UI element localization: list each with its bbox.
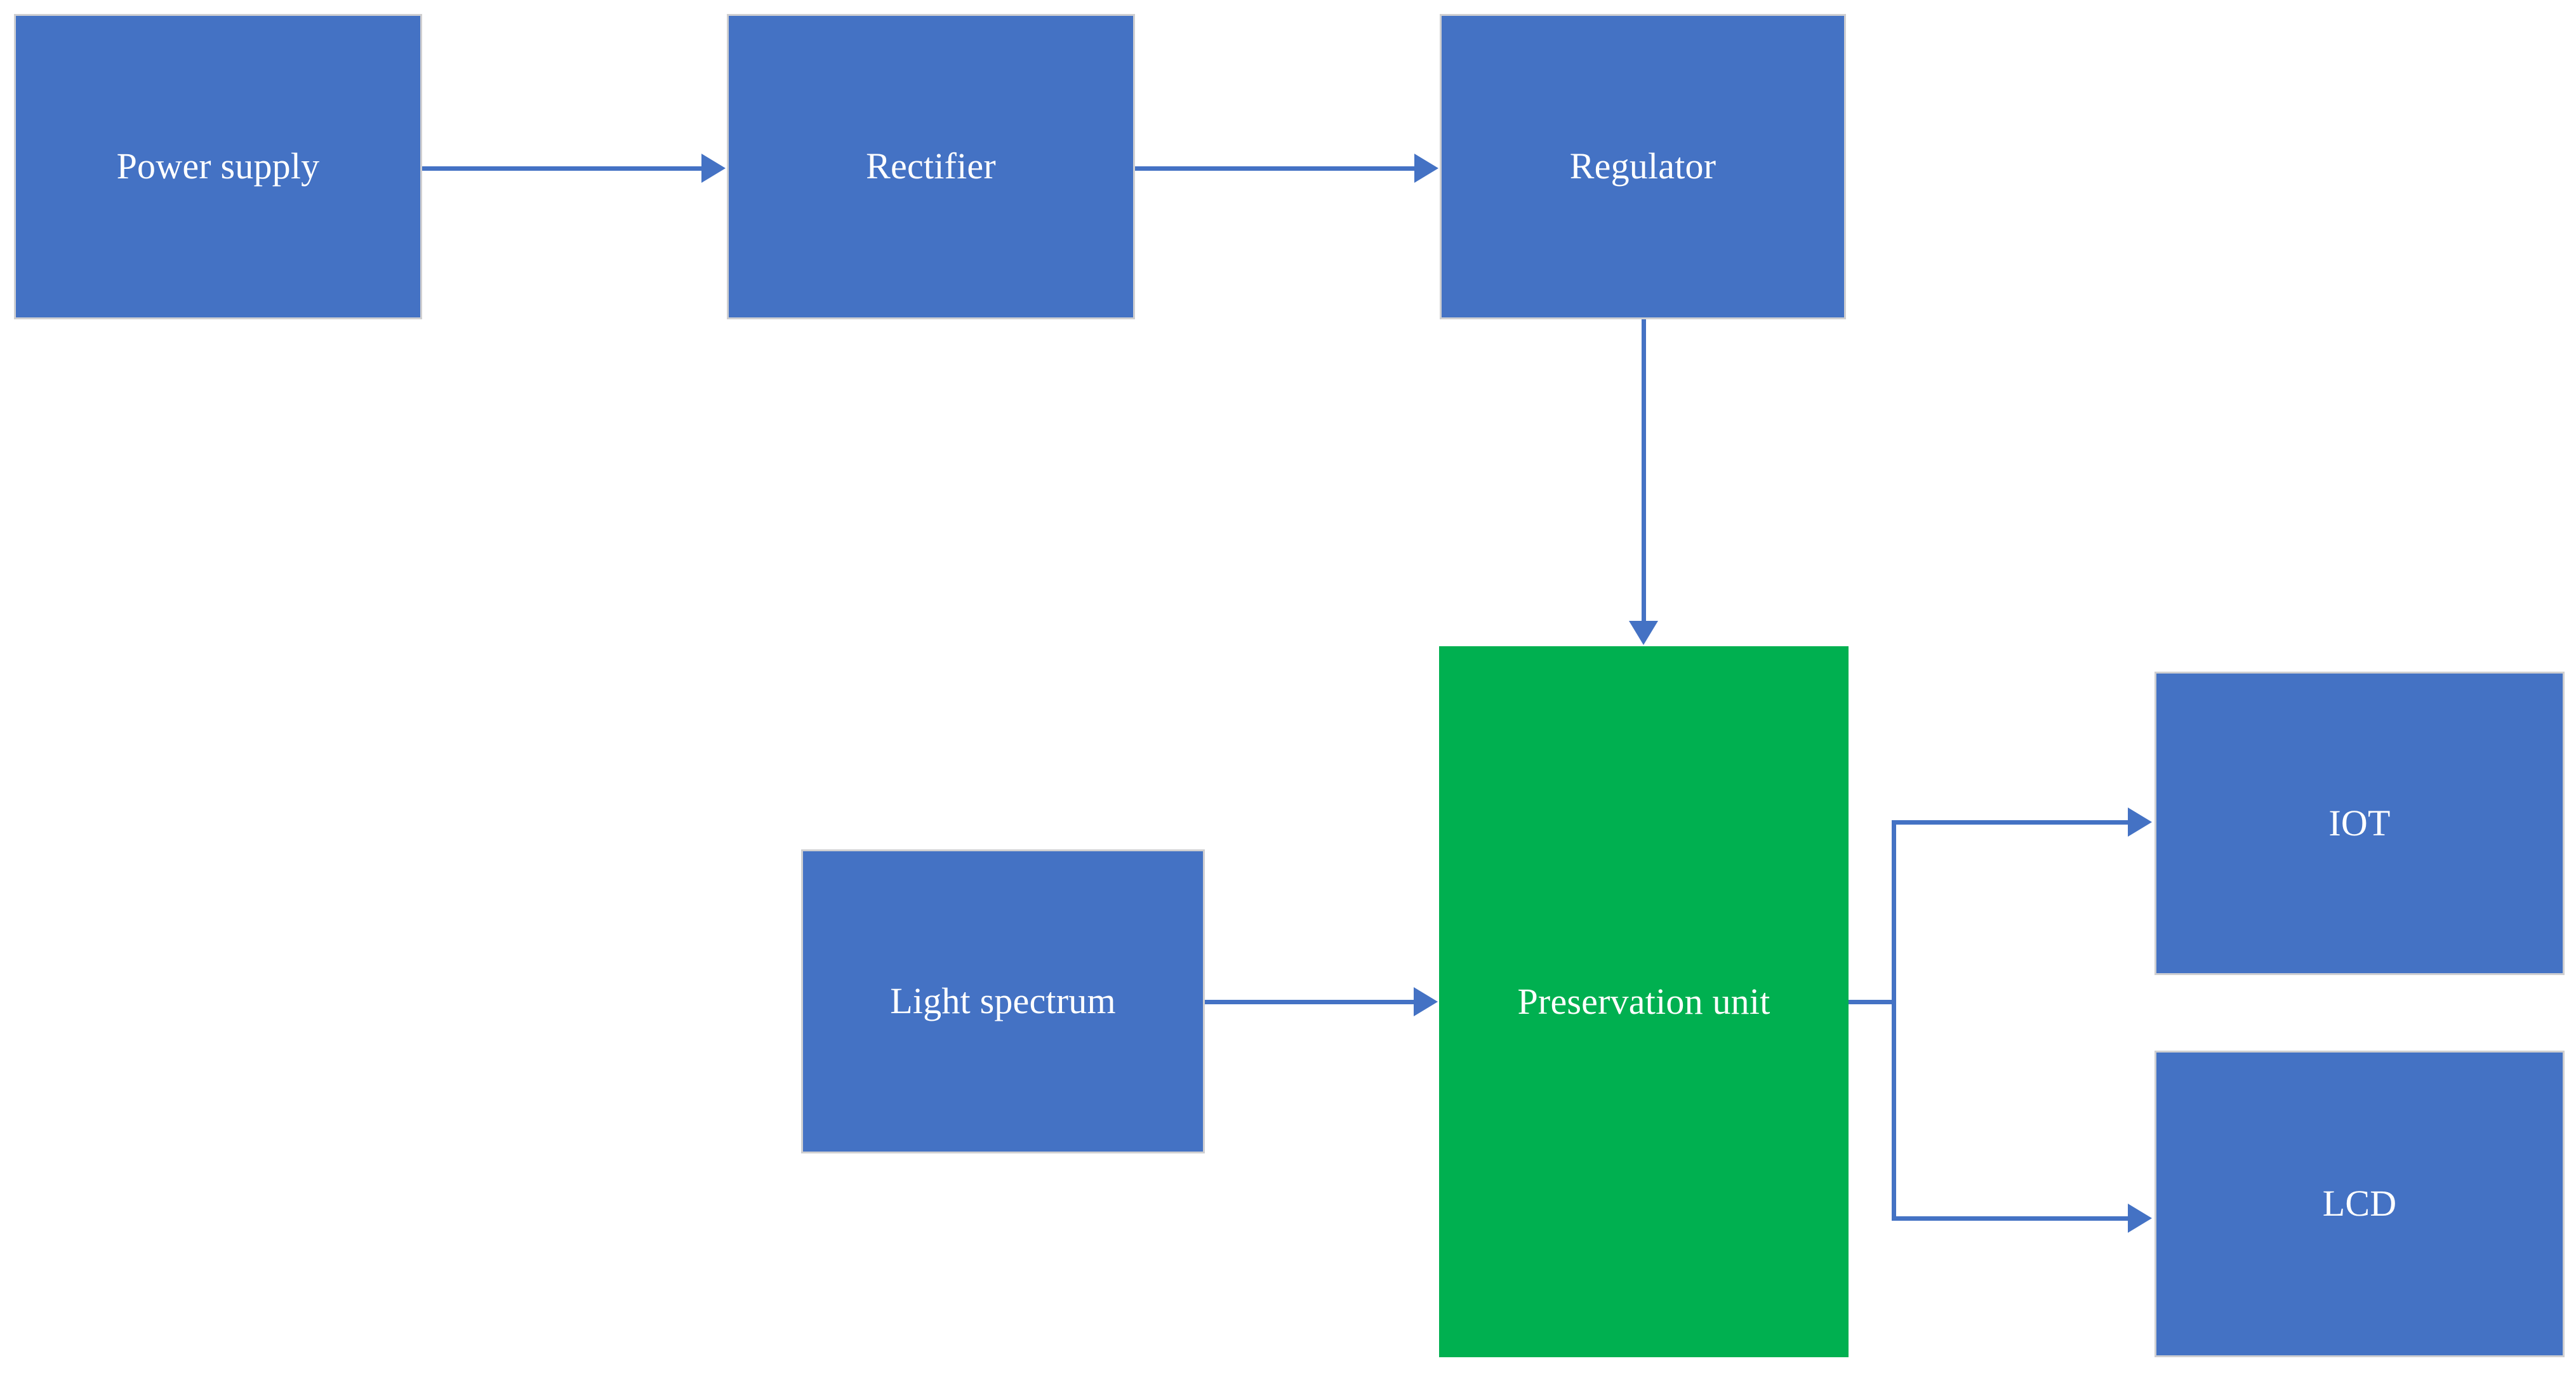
node-preservation-unit-label: Preservation unit (1517, 980, 1770, 1022)
node-power-supply[interactable]: Power supply (14, 14, 422, 319)
node-regulator-label: Regulator (1569, 145, 1716, 187)
node-power-supply-label: Power supply (116, 145, 320, 187)
node-lcd[interactable]: LCD (2154, 1051, 2565, 1357)
node-regulator[interactable]: Regulator (1440, 14, 1846, 319)
node-iot[interactable]: IOT (2154, 672, 2565, 975)
node-rectifier-label: Rectifier (866, 145, 996, 187)
node-light-spectrum[interactable]: Light spectrum (801, 849, 1205, 1153)
node-lcd-label: LCD (2322, 1183, 2397, 1225)
node-light-spectrum-label: Light spectrum (890, 980, 1116, 1022)
node-iot-label: IOT (2328, 802, 2391, 844)
node-rectifier[interactable]: Rectifier (727, 14, 1135, 319)
node-preservation-unit[interactable]: Preservation unit (1439, 646, 1849, 1357)
